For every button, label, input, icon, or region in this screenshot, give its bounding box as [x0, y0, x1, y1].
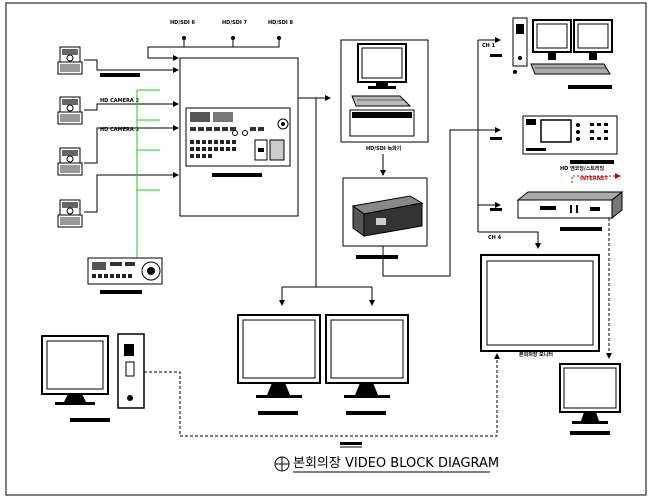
camera-3-icon: [57, 147, 83, 176]
hdsdi-7-dot: [231, 36, 235, 40]
hdsdi-8-label: HD/SDI 8: [268, 20, 294, 26]
hd-camera-3-label: HD CAMERA 3: [100, 127, 139, 133]
pc-label-bar: [70, 418, 110, 422]
ch2-label-bar: [490, 137, 502, 140]
small-monitor-icon: [559, 363, 621, 424]
wall-monitor-label: 본회의장 모니터: [519, 351, 553, 358]
workstation-label-bar: [568, 85, 612, 89]
controller-label-bar: [100, 290, 142, 294]
multiviewer-unit-icon: [522, 115, 618, 155]
ch4-label: CH 4: [488, 235, 502, 241]
streaming-encoder-icon: [516, 190, 624, 220]
ch1-label: CH 1: [482, 43, 496, 49]
monitor-center-left-icon: [237, 314, 321, 398]
hd-camera-2-label: HD CAMERA 2: [100, 98, 139, 104]
encoder-label-bar: [356, 255, 398, 259]
hd-encoder-label: HD 엔코딩/스트리밍: [560, 165, 605, 172]
camera-1-label-bar: [100, 73, 140, 77]
control-lines-green: [134, 89, 160, 271]
recorder-monitor-icon: [349, 43, 415, 137]
switcher-panel-icon: [185, 107, 291, 167]
pc-to-wall-link: [144, 353, 500, 437]
multiviewer-label-bar: [570, 160, 614, 164]
recorder-label: HD/SDI 녹화기: [366, 145, 402, 152]
monitor-center-left-label-bar: [258, 411, 298, 415]
hdsdi-8-dot: [277, 36, 281, 40]
pc-workstation-icon: [41, 333, 145, 409]
ch1-label-bar: [490, 54, 502, 57]
outer-frame: [5, 2, 647, 496]
hdsdi-6-dot: [182, 36, 186, 40]
small-monitor-label-bar: [570, 431, 610, 435]
hdsdi-6-label: HD/SDI 6: [170, 20, 196, 26]
monitor-center-right-label-bar: [346, 411, 386, 415]
diagram-title: 본회의장 VIDEO BLOCK DIAGRAM: [293, 456, 499, 471]
pc-link-label-bar: [340, 442, 362, 445]
camera-1-icon: [57, 46, 83, 75]
workstation-icon: [512, 17, 613, 75]
internet-label: INTERNET: [580, 176, 608, 182]
switcher-label-bar: [212, 173, 262, 177]
camera-2-icon: [57, 96, 83, 125]
title-block: 본회의장 VIDEO BLOCK DIAGRAM: [274, 456, 499, 473]
camera-controller-icon: [87, 257, 163, 285]
ch3-label-bar: [490, 208, 502, 211]
wall-monitor-icon: [480, 254, 600, 352]
recorder-unit-icon: [351, 195, 424, 237]
monitor-center-right-icon: [325, 314, 409, 398]
camera-4-icon: [57, 199, 83, 228]
streaming-encoder-label-bar: [560, 227, 602, 231]
hdsdi-7-label: HD/SDI 7: [222, 20, 248, 26]
